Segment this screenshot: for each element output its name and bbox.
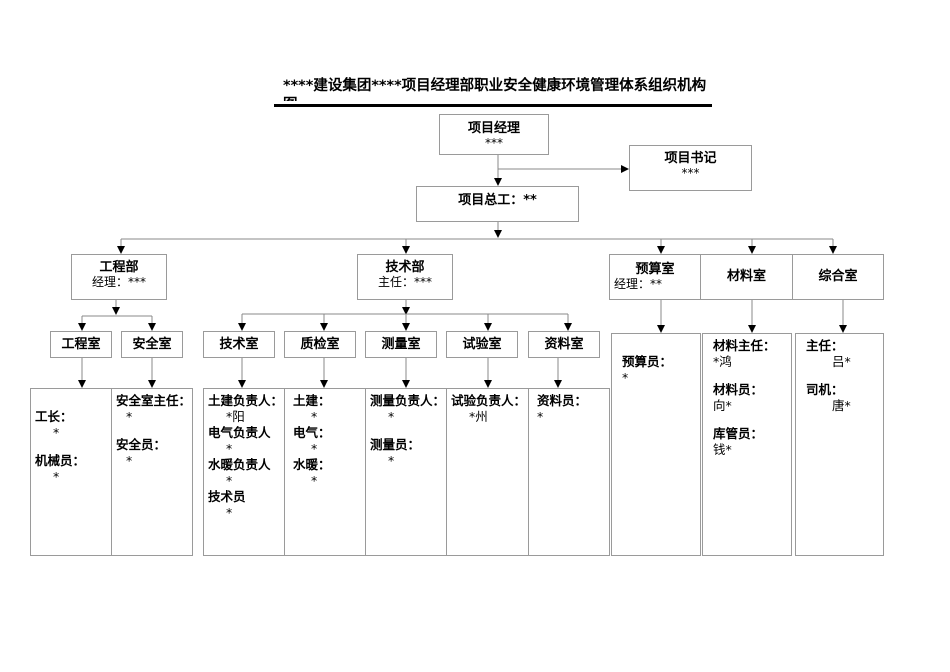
- node-label: 材料室: [726, 269, 766, 284]
- staff-person: 唐*: [832, 398, 851, 413]
- staff-person: *: [537, 409, 544, 424]
- staff-person: *州: [469, 409, 488, 424]
- staff-role: 电气：: [293, 425, 331, 440]
- staff-person: *: [126, 409, 133, 424]
- staff-role: 安全室主任：: [116, 393, 192, 408]
- staff-person: *: [226, 505, 233, 520]
- staff-role: 安全员：: [116, 437, 167, 452]
- node-label: 工程部: [99, 260, 139, 275]
- staff-role: 司机：: [806, 382, 844, 397]
- node-person: ***: [485, 136, 503, 150]
- chart-title: ****建设集团****项目经理部职业安全健康环境管理体系组织机构图: [283, 78, 707, 101]
- staff-person: *: [226, 473, 233, 488]
- staff-person: *: [622, 370, 629, 385]
- staff-box-budget: 预算员： *: [611, 333, 701, 556]
- staff-person: *: [53, 469, 60, 484]
- staff-role: 电气负责人: [208, 425, 271, 440]
- staff-person: *: [126, 453, 133, 468]
- node-test-office: 试验室: [446, 331, 518, 358]
- node-person: 主任：***: [377, 275, 432, 289]
- staff-box-docs: 资料员： *: [528, 388, 610, 556]
- node-general-office: 综合室: [792, 254, 884, 300]
- node-technical-dept: 技术部 主任：***: [357, 254, 453, 300]
- staff-role: 主任：: [806, 338, 844, 353]
- staff-box-safety: 安全室主任： * 安全员： *: [111, 388, 193, 556]
- staff-role: 预算员：: [622, 354, 673, 369]
- node-tech-office: 技术室: [203, 331, 275, 358]
- staff-person: *鸿: [713, 354, 732, 369]
- staff-person: 吕*: [832, 354, 851, 369]
- staff-person: *: [311, 473, 318, 488]
- staff-role: 土建：: [293, 393, 331, 408]
- node-engineering-dept: 工程部 经理：***: [71, 254, 167, 300]
- node-engineering-office: 工程室: [50, 331, 112, 358]
- staff-role: 机械员：: [35, 453, 86, 468]
- staff-role: 测量员：: [370, 437, 421, 452]
- node-label: 预算室: [635, 262, 675, 277]
- staff-person: *阳: [226, 409, 245, 424]
- staff-role: 材料主任：: [713, 338, 776, 353]
- node-safety-office: 安全室: [121, 331, 183, 358]
- staff-role: 水暖：: [293, 457, 331, 472]
- staff-box-qc: 土建： * 电气： * 水暖： *: [284, 388, 366, 556]
- node-project-manager: 项目经理 ***: [439, 114, 549, 155]
- node-project-secretary: 项目书记 ***: [629, 145, 752, 191]
- staff-box-test: 试验负责人： *州: [446, 388, 529, 556]
- staff-box-engineering: 工长： * 机械员： *: [30, 388, 112, 556]
- node-label: 项目经理: [467, 121, 520, 136]
- node-label: 综合室: [818, 269, 858, 284]
- node-label: 技术部: [385, 260, 425, 275]
- node-person: ***: [681, 166, 700, 180]
- staff-box-tech: 土建负责人： *阳 电气负责人 * 水暖负责人 * 技术员 *: [203, 388, 285, 556]
- staff-person: *: [388, 409, 395, 424]
- node-docs-office: 资料室: [528, 331, 600, 358]
- node-qc-office: 质检室: [284, 331, 356, 358]
- staff-person: *: [388, 453, 395, 468]
- node-budget-office: 预算室 经理：**: [609, 254, 701, 300]
- staff-person: 向*: [713, 398, 732, 413]
- staff-role: 水暖负责人: [208, 457, 271, 472]
- staff-box-survey: 测量负责人： * 测量员： *: [365, 388, 447, 556]
- staff-person: *: [53, 425, 60, 440]
- staff-box-materials: 材料主任： *鸿 材料员： 向* 库管员： 钱*: [702, 333, 792, 556]
- node-survey-office: 测量室: [365, 331, 437, 358]
- staff-role: 测量负责人：: [370, 393, 446, 408]
- node-person: 经理：**: [614, 277, 663, 291]
- staff-person: *: [226, 441, 233, 456]
- node-label: 项目书记: [664, 151, 717, 166]
- node-chief-engineer: 项目总工：**: [416, 186, 579, 222]
- staff-role: 土建负责人：: [208, 393, 284, 408]
- node-person: 经理：***: [91, 275, 146, 289]
- staff-person: *: [311, 409, 318, 424]
- staff-role: 工长：: [35, 409, 73, 424]
- staff-person: 钱*: [713, 442, 732, 457]
- staff-role: 技术员: [208, 489, 246, 504]
- node-label: 项目总工：**: [458, 193, 537, 208]
- staff-role: 材料员：: [713, 382, 764, 397]
- staff-person: *: [311, 441, 318, 456]
- staff-role: 试验负责人：: [451, 393, 527, 408]
- staff-role: 库管员：: [713, 426, 764, 441]
- node-materials-office: 材料室: [700, 254, 793, 300]
- title-underline: [274, 104, 712, 107]
- staff-box-general: 主任： 吕* 司机： 唐*: [795, 333, 884, 556]
- staff-role: 资料员：: [537, 393, 588, 408]
